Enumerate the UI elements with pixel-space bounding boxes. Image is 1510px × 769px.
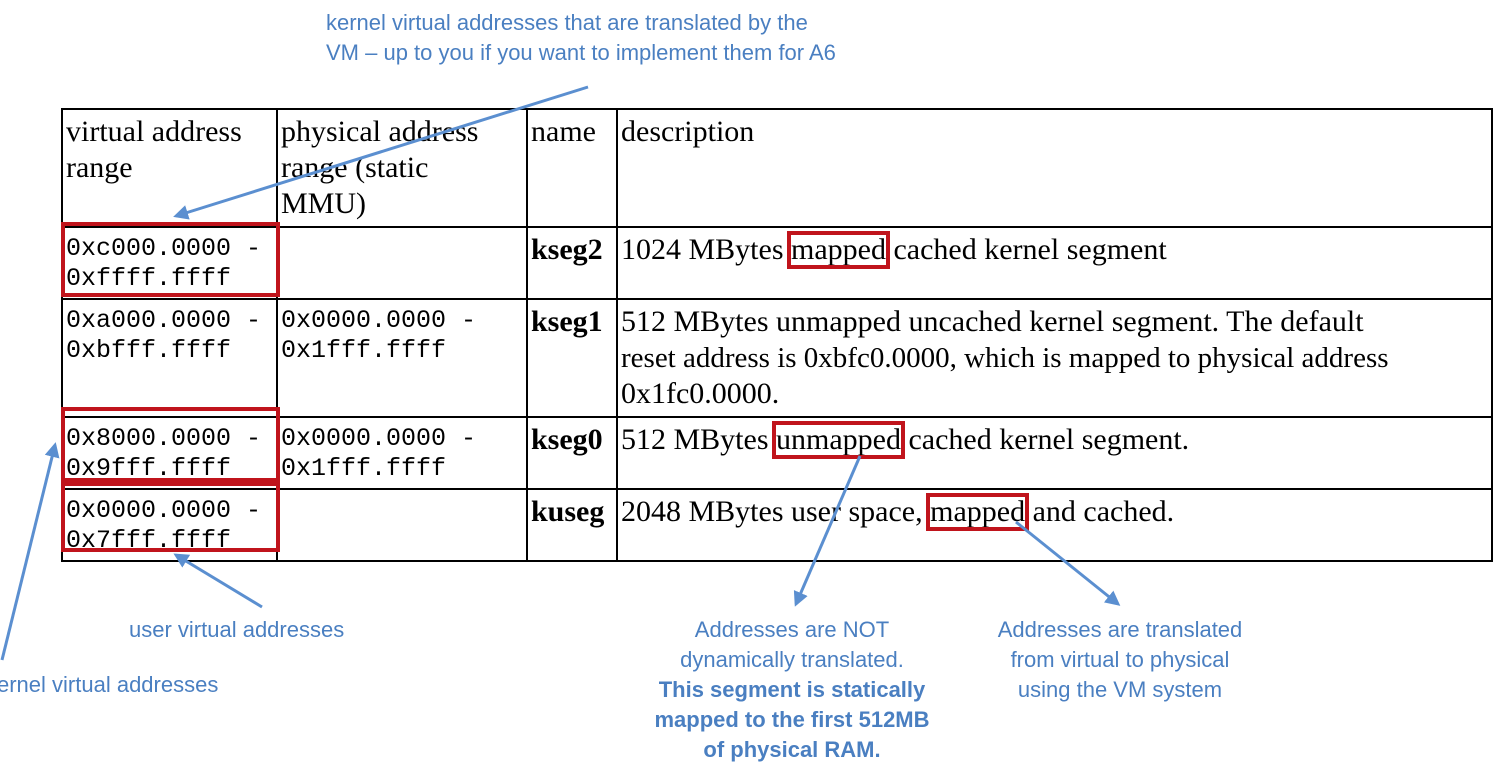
kuseg-description: 2048 MBytes user space, mapped and cache… [616,488,1493,562]
kuseg-name: kuseg [526,488,618,562]
kseg0-physical-end: 0x1fff.ffff [281,454,447,483]
kseg0-physical-start: 0x0000.0000 - [281,424,477,453]
kseg2-mapped-highlight: mapped [787,231,890,269]
header-virtual-line2: range [66,151,133,184]
not-translated-bold2: mapped to the first 512MB [654,707,930,732]
kseg1-virtual-end: 0xbfff.ffff [66,336,232,365]
kseg1-desc-line1: 512 MBytes unmapped uncached kernel segm… [621,305,1364,338]
table-row: 0x0000.0000 - 0x7fff.ffff kuseg 2048 MBy… [61,488,1493,562]
top-annotation-line1: kernel virtual addresses that are transl… [326,10,808,35]
kseg2-desc-post: cached kernel segment [885,233,1167,266]
kseg1-physical-start: 0x0000.0000 - [281,306,477,335]
translated-line2: from virtual to physical [1010,647,1230,672]
translated-line3: using the VM system [1017,677,1223,702]
top-annotation-line2: VM – up to you if you want to implement … [326,40,836,65]
kseg0-desc-post: cached kernel segment. [900,423,1190,456]
kuseg-virtual-start: 0x0000.0000 - [66,496,262,525]
kseg1-physical-end: 0x1fff.ffff [281,336,447,365]
kseg0-highlight-box [61,407,280,482]
not-translated-bold3: of physical RAM. [703,737,881,762]
kseg0-physical-range: 0x0000.0000 - 0x1fff.ffff [276,416,528,490]
not-translated-line2: dynamically translated. [680,647,904,672]
kseg1-desc-line2: reset address is 0xbfc0.0000, which is m… [621,342,1389,374]
header-physical-range: physical address range (static MMU) [276,108,528,228]
arrow-kernel-to-kseg0 [0,442,60,661]
kuseg-mapped-highlight: mapped [926,493,1030,531]
header-physical-line1: physical address [281,115,479,148]
kseg2-virtual-start: 0xc000.0000 - [66,234,262,263]
kseg1-virtual-start: 0xa000.0000 - [66,306,262,335]
table-row: 0xc000.0000 - 0xffff.ffff kseg2 1024 MBy… [61,226,1493,300]
translated-line1: Addresses are translated [997,617,1243,642]
not-translated-bold1: This segment is statically [658,677,926,702]
translated-annotation: Addresses are translated from virtual to… [960,615,1280,705]
kernel-virtual-annotation: kernel virtual addresses [0,672,219,697]
not-translated-line1: Addresses are NOT [694,617,890,642]
kuseg-highlight-box [61,482,280,552]
kseg1-desc-line3: 0x1fc0.0000. [621,377,780,410]
table-row: 0xa000.0000 - 0xbfff.ffff 0x0000.0000 - … [61,298,1493,418]
kseg1-physical-range: 0x0000.0000 - 0x1fff.ffff [276,298,528,418]
kseg0-name: kseg0 [526,416,618,490]
kseg0-unmapped-highlight: unmapped [772,421,905,459]
header-physical-line3: MMU) [281,187,367,220]
kseg0-virtual-start: 0x8000.0000 - [66,424,262,453]
kuseg-desc-post: and cached. [1025,495,1175,528]
header-virtual-range: virtual address range [61,108,278,228]
kseg2-desc-pre: 1024 MBytes [621,233,792,266]
arrow-user-to-kuseg [173,553,263,609]
kseg2-virtual-end: 0xffff.ffff [66,264,232,293]
header-physical-line2: range (static [281,151,429,184]
kseg2-highlight-box [61,222,280,297]
header-name: name [526,108,618,228]
kseg2-name: kseg2 [526,226,618,300]
kseg0-desc-pre: 512 MBytes [621,423,777,456]
kseg1-name: kseg1 [526,298,618,418]
header-description: description [616,108,1493,228]
user-virtual-annotation: user virtual addresses [129,617,345,642]
kseg0-description: 512 MBytes unmapped cached kernel segmen… [616,416,1493,490]
top-annotation: kernel virtual addresses that are transl… [326,8,836,68]
kuseg-desc-pre: 2048 MBytes user space, [621,495,931,528]
table-header-row: virtual address range physical address r… [61,108,1493,228]
kseg2-description: 1024 MBytes mapped cached kernel segment [616,226,1493,300]
kseg1-virtual-range: 0xa000.0000 - 0xbfff.ffff [61,298,278,418]
not-translated-annotation: Addresses are NOT dynamically translated… [617,615,967,765]
kseg2-physical-range [276,226,528,300]
header-virtual-line1: virtual address [66,115,242,148]
kseg1-description: 512 MBytes unmapped uncached kernel segm… [616,298,1493,418]
kuseg-physical-range [276,488,528,562]
